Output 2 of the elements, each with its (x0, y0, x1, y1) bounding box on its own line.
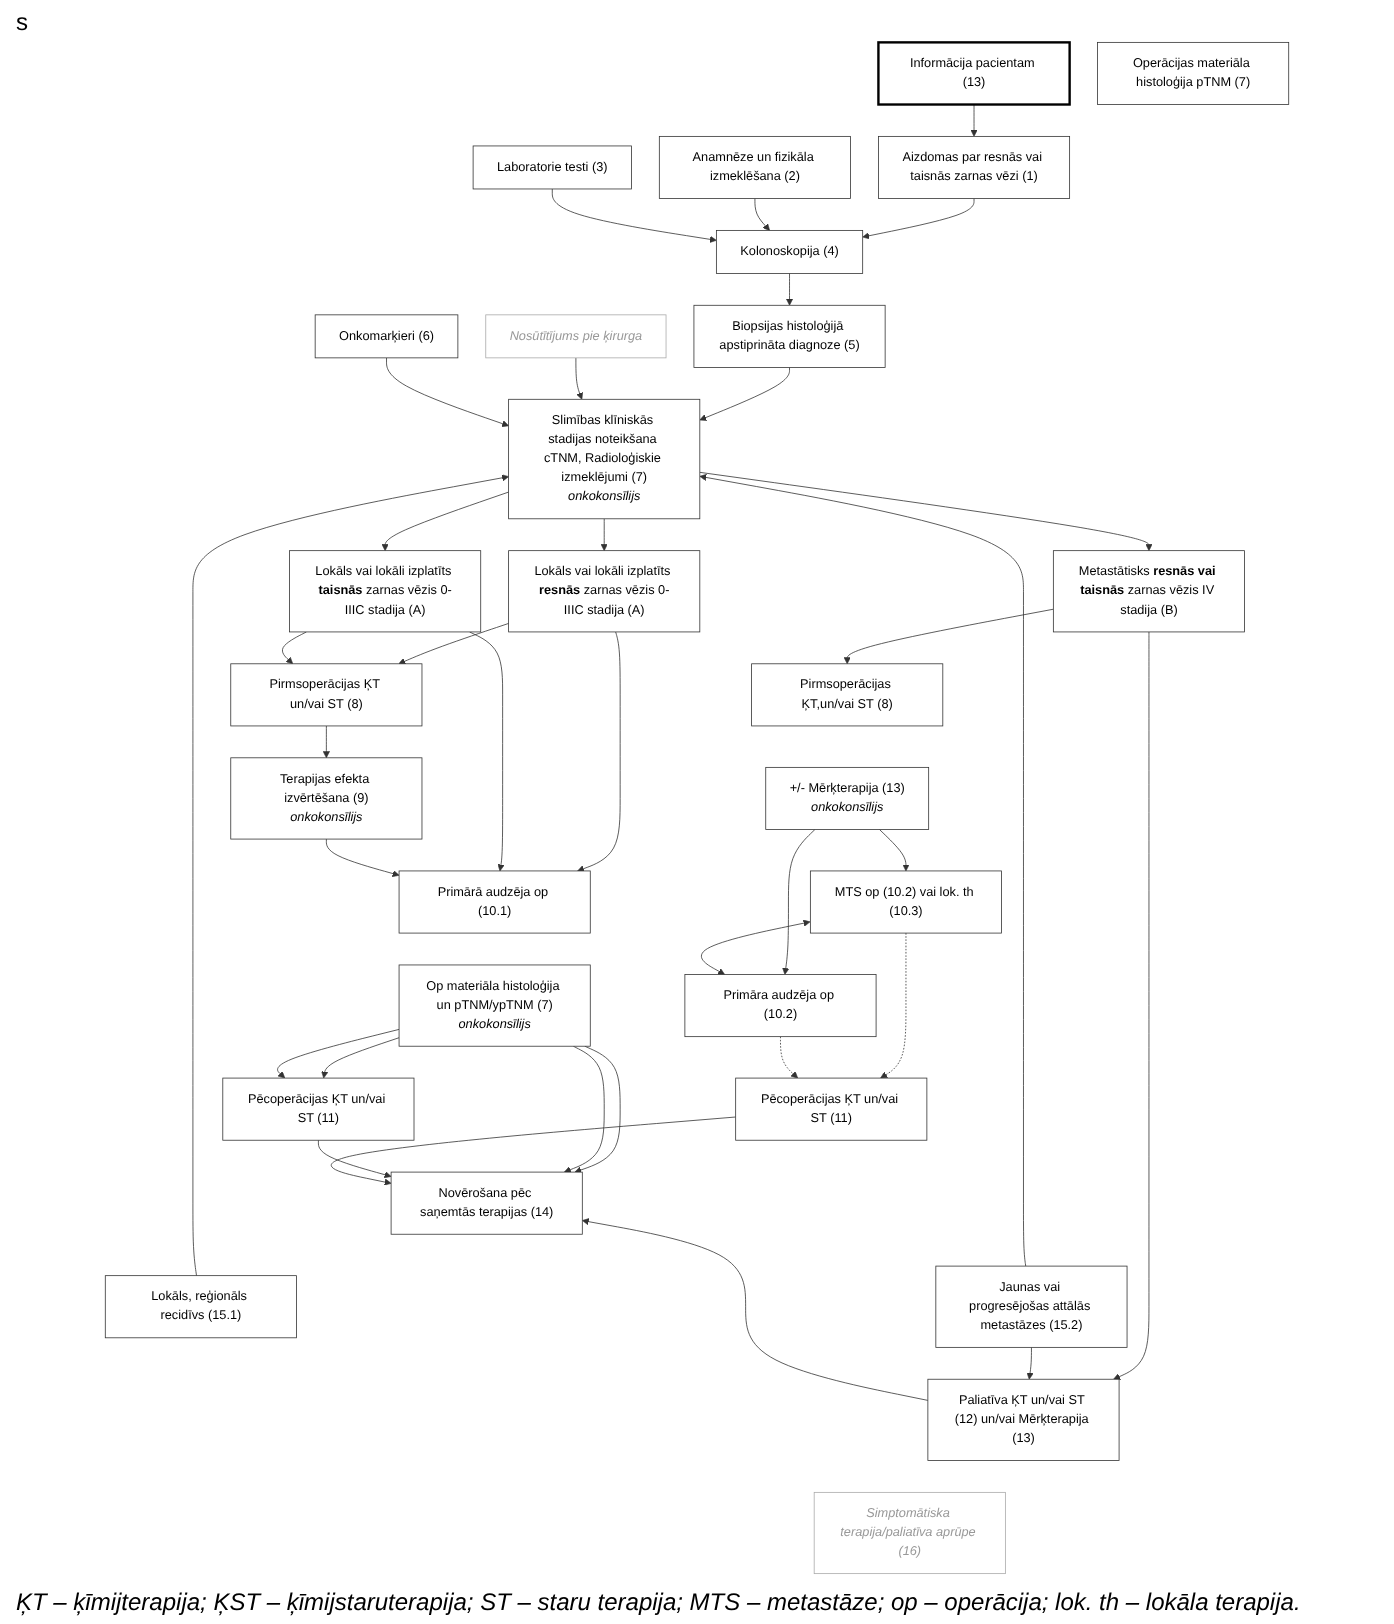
stray-letter: s (16, 8, 30, 36)
abbreviation-note: ĶT – ķīmijterapija; ĶST – ķīmijstaruterapija; ST – staru terapija; MTS – metastāze; op – operācija; lok. th – lokāla terapija. (16, 1588, 1303, 1616)
